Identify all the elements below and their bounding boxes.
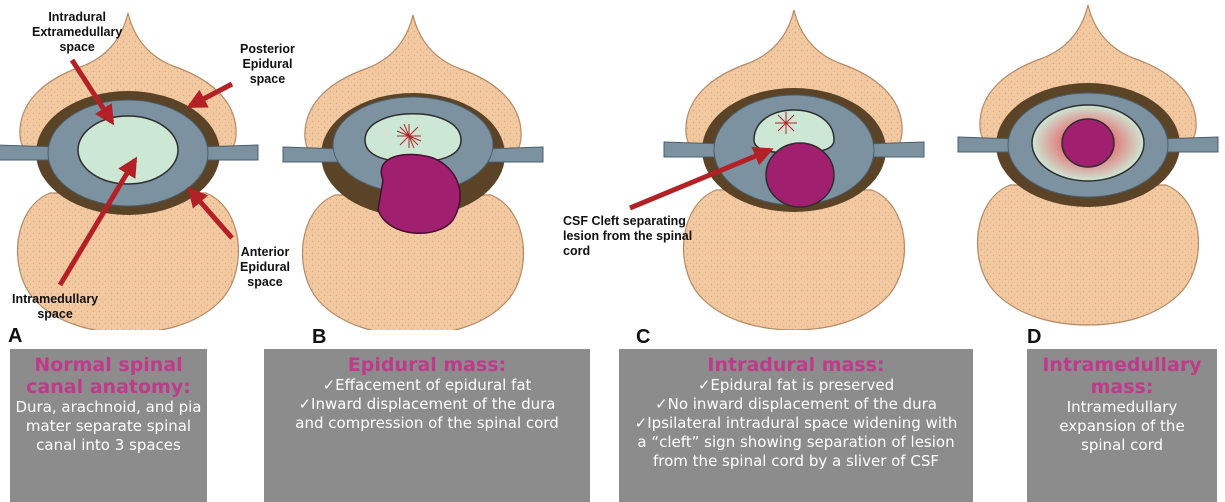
panel-d-text: expansion of the <box>1027 417 1217 436</box>
panel-a-title: canal anatomy: <box>10 376 207 398</box>
panel-b-text: ✓Inward displacement of the dura <box>264 395 590 414</box>
panel-c-description: Intradural mass: ✓Epidural fat is preser… <box>619 349 973 502</box>
panel-a-description: Normal spinal canal anatomy: Dura, arach… <box>10 349 207 502</box>
panel-c-text: a “cleft” sign showing separation of les… <box>619 433 973 452</box>
panel-d-description: Intramedullary mass: Intramedullary expa… <box>1027 349 1217 502</box>
panel-letter-d: D <box>1027 326 1041 349</box>
label-intradural-extramedullary: Intradural Extramedullary space <box>32 10 122 55</box>
panel-letter-b: B <box>312 326 326 349</box>
label-csf-cleft: CSF Cleft separating lesion from the spi… <box>563 214 692 259</box>
epidural-mass <box>378 154 460 233</box>
panel-d-title: Intramedullary <box>1027 354 1217 376</box>
panel-d-title: mass: <box>1027 376 1217 398</box>
panel-b-illustration <box>283 15 543 330</box>
panel-a-title: Normal spinal <box>10 354 207 376</box>
panel-a-text: mater separate spinal <box>10 417 207 436</box>
panel-b-description: Epidural mass: ✓Effacement of epidural f… <box>264 349 590 502</box>
label-anterior-epidural: Anterior Epidural space <box>240 245 290 290</box>
panel-c-text: from the spinal cord by a sliver of CSF <box>619 452 973 471</box>
panel-c-text: ✓Epidural fat is preserved <box>619 376 973 395</box>
panel-d-illustration <box>958 5 1218 325</box>
panel-b-text: ✓Effacement of epidural fat <box>264 376 590 395</box>
panel-letter-a: A <box>8 325 22 348</box>
panel-d-text: spinal cord <box>1027 436 1217 455</box>
label-posterior-epidural: Posterior Epidural space <box>240 42 295 87</box>
panel-c-title: Intradural mass: <box>619 354 973 376</box>
label-intramedullary: Intramedullary space <box>12 292 98 322</box>
panel-a-text: canal into 3 spaces <box>10 436 207 455</box>
panel-letter-c: C <box>636 326 650 349</box>
panel-c-text: ✓Ipsilateral intradural space widening w… <box>619 414 973 433</box>
panel-b-title: Epidural mass: <box>264 354 590 376</box>
panel-c-illustration <box>664 10 924 330</box>
panel-d-text: Intramedullary <box>1027 398 1217 417</box>
panel-a-text: Dura, arachnoid, and pia <box>10 398 207 417</box>
intradural-mass <box>766 143 834 207</box>
intramedullary-mass <box>1062 119 1114 167</box>
panel-c-text: ✓No inward displacement of the dura <box>619 395 973 414</box>
panel-b-text: and compression of the spinal cord <box>264 414 590 433</box>
spinal-canal-illustrations <box>0 0 1225 330</box>
